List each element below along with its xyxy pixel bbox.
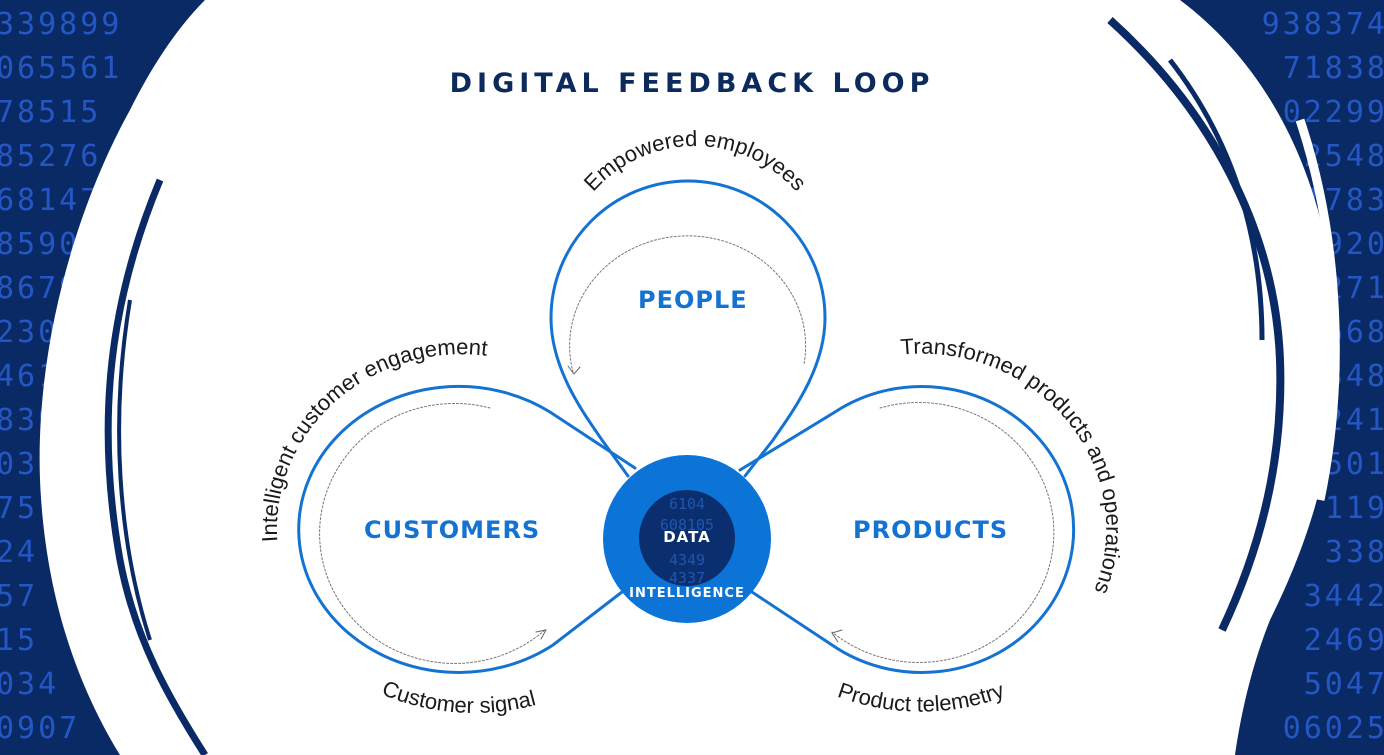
core-label-intelligence: INTELLIGENCE xyxy=(629,586,745,601)
background-digit-row: 85276 xyxy=(0,139,101,174)
background-digit-row: 034 xyxy=(0,667,59,702)
core-digit: 4349 xyxy=(669,551,705,569)
core-digit: 608105 xyxy=(660,516,714,534)
background-digit-row: 06025 xyxy=(1283,711,1384,746)
brush-streak-left-2 xyxy=(117,299,152,641)
core-digit: 4337 xyxy=(669,569,705,587)
products-inner-arc xyxy=(831,401,1055,663)
background-digit-row: 57 xyxy=(0,579,38,614)
background-digit-row: 501 xyxy=(1325,447,1384,482)
core-digit: 6104 xyxy=(669,495,705,513)
customers-inner-arc xyxy=(319,402,546,664)
products-arrow-icon xyxy=(831,629,843,643)
products-loop xyxy=(738,385,1076,674)
people-arrow-icon xyxy=(567,365,581,375)
people-inner-arc xyxy=(569,235,807,373)
background-digit-row: 3442 xyxy=(1304,579,1384,614)
background-digit-row: 8590 xyxy=(0,227,80,262)
hub-label-customers: CUSTOMERS xyxy=(364,516,541,544)
people-loop xyxy=(549,179,827,478)
brush-streak-right-1 xyxy=(1107,17,1285,632)
background-digit-row: 2469 xyxy=(1304,623,1384,658)
background-digit-row: 338 xyxy=(1325,535,1384,570)
background-digit-row: 938374 xyxy=(1262,7,1384,42)
background-digit-row: 5047 xyxy=(1304,667,1384,702)
background-digit-row: 15 xyxy=(0,623,38,658)
background-digit-row: 68147 xyxy=(0,183,101,218)
hub-label-people: PEOPLE xyxy=(638,286,748,314)
brush-streak-right-3 xyxy=(1295,118,1340,501)
background-digit-row: 0907 xyxy=(0,711,80,746)
brush-streak-left-1 xyxy=(104,178,208,755)
core-label-data: DATA xyxy=(663,528,711,546)
hub-label-products: PRODUCTS xyxy=(853,516,1009,544)
customers-loop xyxy=(297,384,637,674)
background-digit-row: 119 xyxy=(1325,491,1384,526)
white-canvas-shape xyxy=(39,0,1338,755)
brush-streak-right-2 xyxy=(1168,58,1265,341)
brush-streak-left-3 xyxy=(59,299,115,682)
customers-arrow-icon xyxy=(535,629,547,640)
background-digits-left: 3398990655617851585276681478590867932306… xyxy=(0,7,122,746)
background-digits-right: 9383747183802299254851783292027166834824… xyxy=(1262,7,1384,746)
data-intelligence-inner-circle xyxy=(639,490,735,586)
background-digit-row: 339899 xyxy=(0,7,122,42)
background-digit-row: 71838 xyxy=(1283,51,1384,86)
background-digit-row: 75 xyxy=(0,491,38,526)
background-digit-row: 24 xyxy=(0,535,38,570)
page-title: DIGITAL FEEDBACK LOOP xyxy=(449,68,935,99)
background-digit-row: 065561 xyxy=(0,51,122,86)
background-digit-row: 78515 xyxy=(0,95,101,130)
